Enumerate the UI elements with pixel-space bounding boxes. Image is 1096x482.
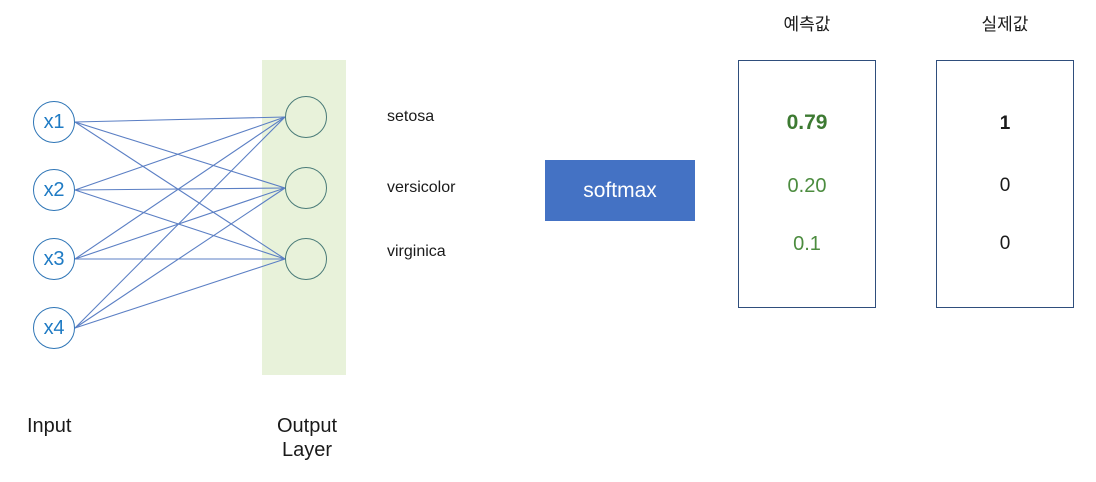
input-node-x3-label: x3 <box>43 248 65 270</box>
prediction-value-2: 0.1 <box>793 233 821 255</box>
input-layer-caption: Input <box>27 415 72 437</box>
prediction-value-0: 0.79 <box>786 111 828 134</box>
output-node-virginica[interactable] <box>285 238 327 280</box>
input-node-x4-label: x4 <box>43 317 65 339</box>
actual-box <box>936 60 1074 308</box>
input-node-x2[interactable]: x2 <box>33 169 75 211</box>
prediction-box <box>738 60 876 308</box>
prediction-box-title: 예측값 <box>783 15 831 34</box>
actual-box-title: 실제값 <box>981 15 1029 34</box>
prediction-value-1: 0.20 <box>787 175 827 197</box>
actual-value-2: 0 <box>999 233 1011 254</box>
actual-value-0: 1 <box>999 113 1011 134</box>
input-node-x1[interactable]: x1 <box>33 101 75 143</box>
class-label-setosa: setosa <box>387 108 435 125</box>
output-node-setosa[interactable] <box>285 96 327 138</box>
softmax-block[interactable]: softmax <box>545 160 695 221</box>
softmax-label: softmax <box>583 179 657 202</box>
output-node-versicolor[interactable] <box>285 167 327 209</box>
class-label-virginica: virginica <box>387 243 446 260</box>
input-node-x2-label: x2 <box>43 179 65 201</box>
input-node-x1-label: x1 <box>43 111 65 133</box>
output-layer-caption: Output Layer <box>276 415 338 462</box>
actual-value-1: 0 <box>999 175 1011 196</box>
class-label-versicolor: versicolor <box>387 179 456 196</box>
input-node-x4[interactable]: x4 <box>33 307 75 349</box>
input-node-x3[interactable]: x3 <box>33 238 75 280</box>
